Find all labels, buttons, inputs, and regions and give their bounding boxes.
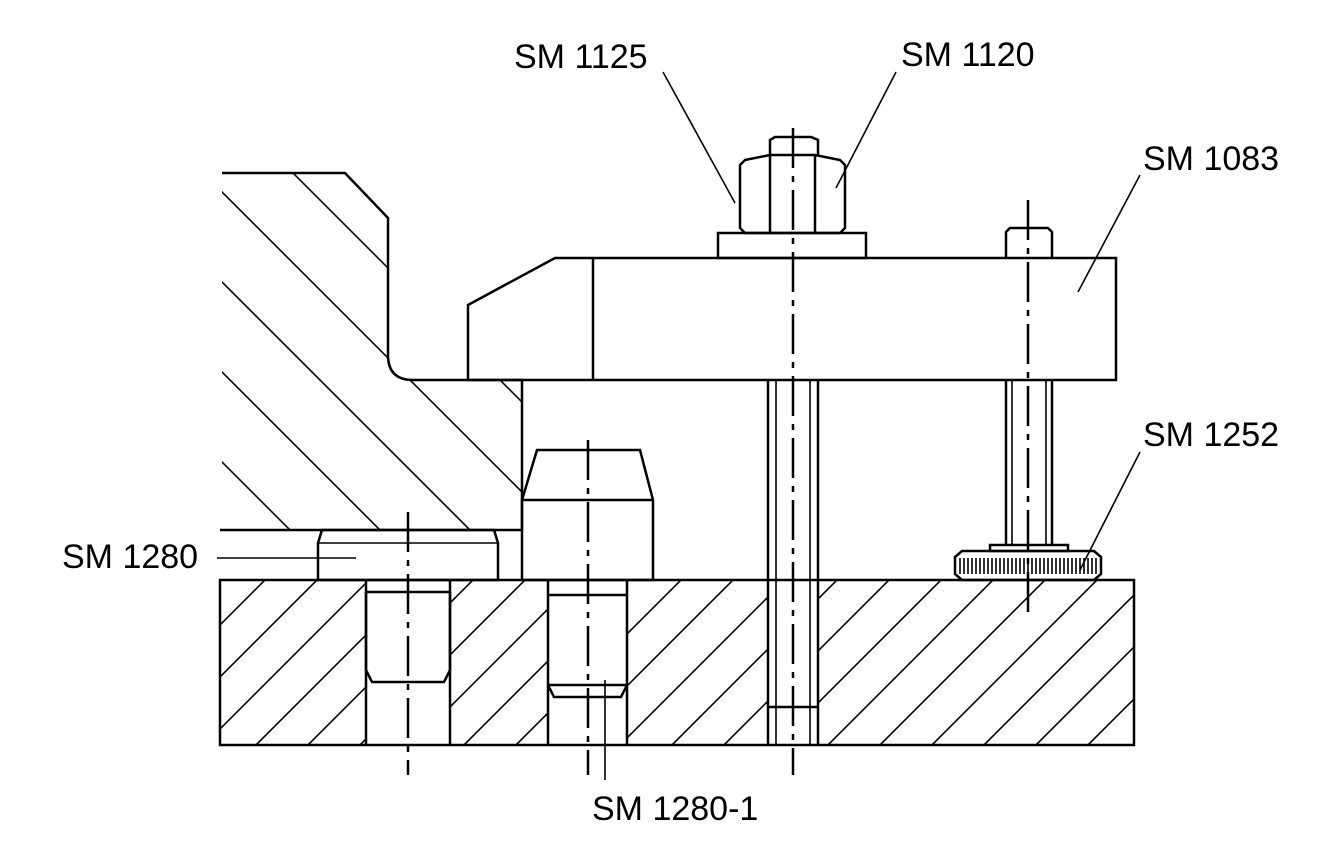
hatch-line [723, 580, 890, 745]
hatch-line [220, 580, 266, 745]
centerlines [406, 128, 1030, 775]
hatch-line [222, 173, 522, 530]
hatch-line [0, 130, 220, 550]
hatch-line [222, 173, 491, 530]
label-sm1083: SM 1083 [1143, 140, 1280, 178]
hatch-line [775, 580, 942, 745]
label-sm1120: SM 1120 [901, 36, 1035, 74]
hatch-line [249, 173, 522, 530]
hatch-line [827, 580, 994, 745]
stud [766, 380, 820, 745]
workpiece [0, 130, 1030, 550]
label-sm1125: SM 1125 [514, 38, 648, 76]
hatch-line [567, 580, 734, 745]
hatch-line [1296, 580, 1334, 745]
hatch-line [411, 580, 578, 745]
hatch-line [220, 580, 370, 745]
hatch-line [610, 130, 1030, 550]
hatch-line [931, 580, 1098, 745]
hatch-line [429, 173, 522, 530]
hatch-line [1192, 580, 1334, 745]
hatch-line [1140, 580, 1305, 745]
hatch-line [255, 580, 422, 745]
label-sm1280: SM 1280 [62, 538, 199, 576]
clamp-arm-sm1083 [466, 256, 1118, 382]
leader-lines [217, 71, 1141, 780]
hatch-line [307, 580, 474, 745]
step-block [520, 448, 655, 582]
hatch-line [879, 580, 1046, 745]
base-plate [218, 578, 1334, 747]
hatch-line [619, 580, 786, 745]
hatch-line [222, 173, 311, 530]
hatch-line [1244, 580, 1334, 745]
hatch-line [515, 580, 682, 745]
hatch-line [671, 580, 838, 745]
hatch-line [359, 580, 526, 745]
hatch-line [1035, 580, 1134, 745]
knurled-pad-sm1252 [953, 549, 1103, 582]
hatch-line [983, 580, 1134, 745]
hatch-line [220, 580, 318, 745]
hatch-line [339, 173, 522, 530]
hatch-line [1087, 580, 1134, 745]
label-sm1252: SM 1252 [1143, 416, 1280, 454]
label-sm1280-1: SM 1280-1 [592, 790, 759, 828]
hatch-line [222, 173, 401, 530]
